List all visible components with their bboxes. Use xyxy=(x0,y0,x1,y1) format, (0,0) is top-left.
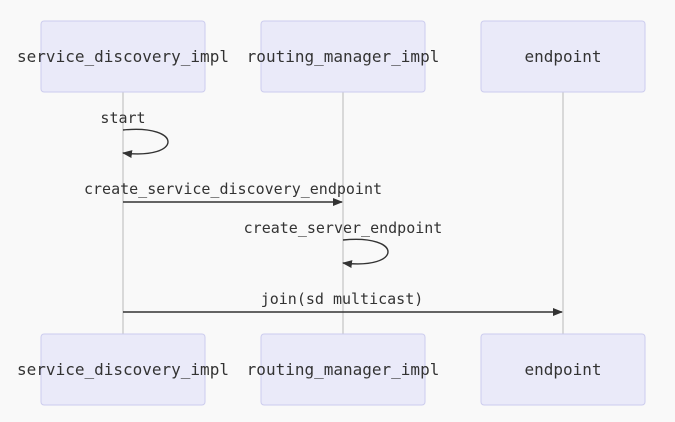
actor-bottom-endpoint: endpoint xyxy=(480,333,646,406)
actor-label: routing_manager_impl xyxy=(247,47,440,66)
actor-box xyxy=(40,333,206,406)
message-start: start xyxy=(100,109,169,159)
actor-top-routing-manager-impl: routing_manager_impl xyxy=(247,20,440,93)
actor-label: endpoint xyxy=(524,360,601,379)
actor-box xyxy=(480,333,646,406)
actor-label: routing_manager_impl xyxy=(247,360,440,379)
message-join-sd-multicast: join(sd multicast) xyxy=(123,290,563,316)
message-label: create_server_endpoint xyxy=(244,219,443,237)
actor-label: endpoint xyxy=(524,47,601,66)
actor-box xyxy=(260,20,426,93)
actor-box xyxy=(480,20,646,93)
actor-box xyxy=(260,333,426,406)
actor-top-service-discovery-impl: service_discovery_impl xyxy=(17,20,229,93)
actor-bottom-routing-manager-impl: routing_manager_impl xyxy=(247,333,440,406)
message-label: start xyxy=(100,109,145,127)
message-label: create_service_discovery_endpoint xyxy=(84,180,382,198)
self-call-arrow xyxy=(122,128,169,159)
self-call-arrow xyxy=(342,238,389,269)
actor-label: service_discovery_impl xyxy=(17,47,229,66)
actor-top-endpoint: endpoint xyxy=(480,20,646,93)
actor-label: service_discovery_impl xyxy=(17,360,229,379)
message-create-service-discovery-endpoint: create_service_discovery_endpoint xyxy=(84,180,382,206)
message-create-server-endpoint: create_server_endpoint xyxy=(244,219,443,269)
actor-box xyxy=(40,20,206,93)
actor-bottom-service-discovery-impl: service_discovery_impl xyxy=(17,333,229,406)
message-label: join(sd multicast) xyxy=(261,290,424,308)
